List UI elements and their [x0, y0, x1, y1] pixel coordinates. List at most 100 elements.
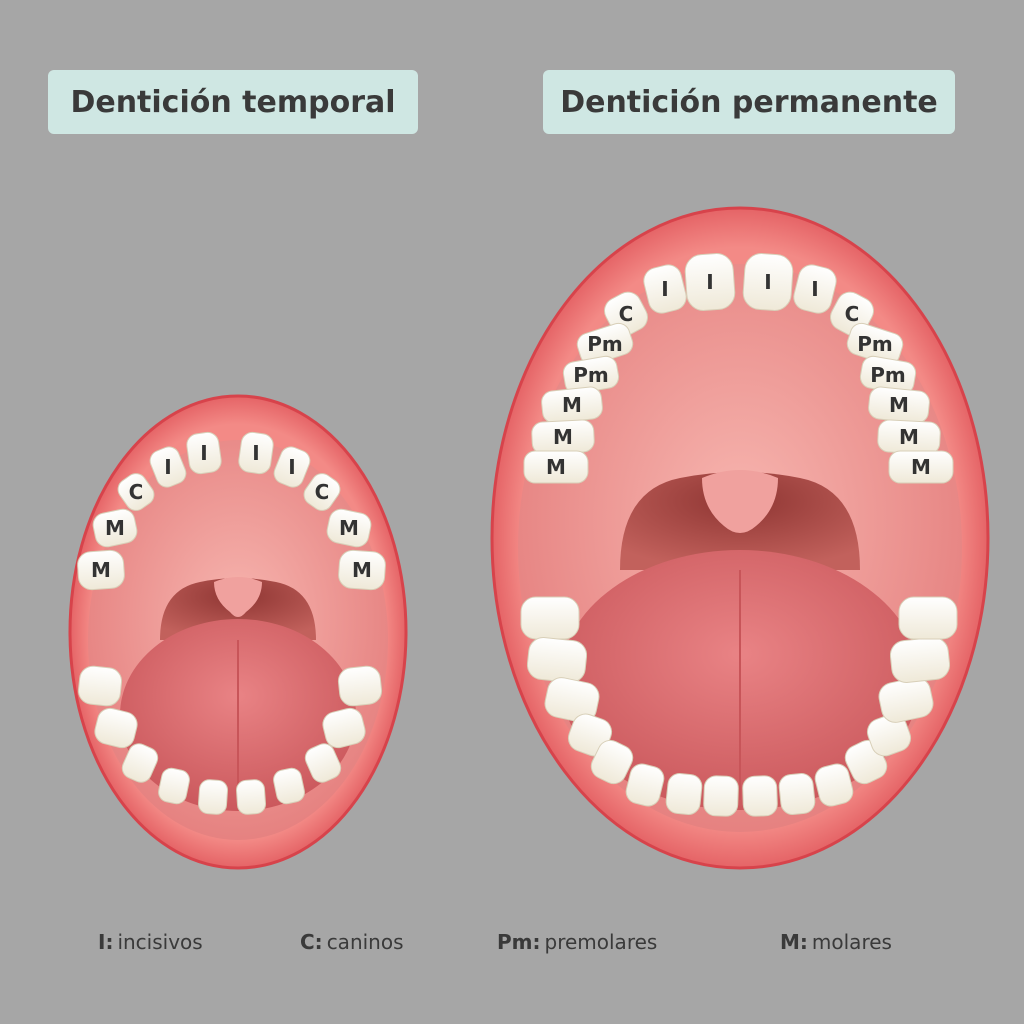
tooth-permanente-lower-13	[866, 713, 912, 757]
tooth-permanente-left-molar-2-label: M	[553, 425, 573, 449]
tooth-temporal-lower-1	[77, 665, 123, 707]
tooth-permanente-lower-3-crown	[544, 677, 600, 723]
permanente-title-text: Dentición permanente	[560, 84, 938, 120]
tooth-temporal-right-molar-2-crown	[338, 549, 386, 591]
tooth-permanente-right-molar-3-label: M	[911, 455, 931, 479]
tooth-permanente-lower-9	[742, 775, 778, 817]
tooth-permanente-right-incisor-2-label: I	[811, 277, 818, 301]
legend-caninos-text: caninos	[326, 930, 404, 954]
temporal-title-text: Dentición temporal	[70, 84, 396, 120]
tooth-permanente-lower-10-crown	[778, 773, 816, 815]
temporal-lower-teeth	[77, 665, 383, 815]
tooth-temporal-lower-8-crown	[304, 743, 342, 783]
permanente-uvula	[702, 470, 778, 533]
legend-caninos: C: caninos	[300, 930, 404, 954]
tooth-permanente-lower-5	[590, 739, 634, 785]
tooth-permanente-lower-13-crown	[866, 713, 912, 757]
tooth-permanente-right-molar-2-label: M	[899, 425, 919, 449]
tooth-permanente-left-incisor-2-label: I	[661, 277, 668, 301]
tooth-temporal-left-molar-2: M	[77, 549, 125, 591]
tooth-temporal-lower-6	[236, 779, 266, 815]
tooth-temporal-right-molar-1-label: M	[339, 516, 359, 540]
legend-caninos-key: C:	[300, 930, 323, 954]
legend-premolares-key: Pm:	[497, 930, 541, 954]
tooth-permanente-left-incisor-1-crown	[684, 253, 736, 311]
legend-premolares: Pm: premolares	[497, 930, 657, 954]
tooth-permanente-right-molar-3-crown	[888, 450, 954, 484]
tooth-temporal-right-molar-2-label: M	[352, 558, 372, 582]
tooth-temporal-lower-7-crown	[273, 767, 305, 805]
tooth-temporal-lower-8	[304, 743, 342, 783]
tooth-temporal-left-canine-label: C	[129, 480, 144, 504]
tooth-permanente-right-molar-1-label: M	[889, 393, 909, 417]
tooth-permanente-left-premolar-1-label: Pm	[587, 332, 623, 356]
tooth-temporal-lower-3	[121, 743, 159, 783]
tooth-temporal-left-molar-2-label: M	[91, 558, 111, 582]
legend-molares-key: M:	[780, 930, 808, 954]
tooth-permanente-lower-9-crown	[742, 775, 778, 817]
legend-incisivos-key: I:	[98, 930, 114, 954]
tooth-permanente-right-canine-label: C	[845, 302, 860, 326]
legend-molares-text: molares	[811, 930, 892, 954]
legend-premolares-text: premolares	[544, 930, 658, 954]
tooth-temporal-lower-9	[322, 707, 366, 749]
tooth-permanente-left-molar-2: M	[531, 419, 595, 455]
tooth-temporal-lower-9-crown	[322, 707, 366, 749]
tooth-permanente-left-incisor-2: I	[643, 264, 687, 314]
tooth-temporal-right-canine-label: C	[315, 480, 330, 504]
tooth-permanente-right-premolar-2: Pm	[859, 355, 917, 395]
tooth-permanente-left-incisor-1: I	[684, 253, 736, 311]
tooth-temporal-lower-5	[198, 779, 228, 815]
tooth-temporal-right-incisor-2: I	[273, 446, 311, 488]
tooth-temporal-left-canine-crown	[117, 473, 155, 511]
tooth-permanente-right-premolar-2-label: Pm	[870, 363, 906, 387]
tooth-temporal-lower-5-crown	[198, 779, 228, 815]
tooth-temporal-left-molar-1-crown	[92, 508, 138, 548]
tooth-temporal-left-incisor-1-crown	[186, 431, 222, 475]
legend-incisivos-text: incisivos	[117, 930, 203, 954]
tooth-temporal-right-molar-1: M	[326, 508, 372, 548]
tooth-permanente-lower-16-crown	[898, 596, 958, 640]
tooth-permanente-lower-2	[526, 637, 588, 683]
tooth-permanente-lower-6-crown	[625, 763, 665, 807]
tooth-permanente-right-molar-2: M	[877, 419, 941, 455]
tooth-temporal-left-canine: C	[117, 473, 155, 511]
tooth-permanente-lower-8-crown	[703, 775, 739, 817]
tooth-temporal-right-canine: C	[303, 473, 341, 511]
tooth-permanente-lower-3	[544, 677, 600, 723]
tooth-temporal-left-incisor-1-label: I	[200, 441, 207, 465]
tooth-temporal-lower-6-crown	[236, 779, 266, 815]
tooth-temporal-left-molar-2-crown	[77, 549, 125, 591]
tooth-temporal-lower-7	[273, 767, 305, 805]
tooth-permanente-right-incisor-2-crown	[793, 264, 837, 314]
tooth-temporal-right-incisor-2-crown	[273, 446, 311, 488]
tooth-temporal-lower-2	[94, 707, 138, 749]
tooth-permanente-left-incisor-2-crown	[643, 264, 687, 314]
tooth-permanente-lower-1	[520, 596, 580, 640]
tooth-permanente-left-molar-3-label: M	[546, 455, 566, 479]
tooth-temporal-lower-4-crown	[158, 767, 190, 805]
legend-incisivos: I: incisivos	[98, 930, 203, 954]
tooth-permanente-left-premolar-2: Pm	[562, 355, 620, 395]
tooth-permanente-right-molar-1: M	[868, 386, 930, 424]
permanente-title: Dentición permanente	[543, 70, 955, 134]
tooth-permanente-right-incisor-1: I	[742, 253, 794, 311]
tooth-permanente-lower-6	[625, 763, 665, 807]
tooth-temporal-left-incisor-2: I	[149, 446, 187, 488]
tooth-permanente-lower-16	[898, 596, 958, 640]
tooth-permanente-left-molar-1: M	[541, 386, 603, 424]
tooth-permanente-lower-1-crown	[520, 596, 580, 640]
permanente-lower-teeth	[520, 596, 958, 817]
tooth-permanente-lower-15	[889, 637, 951, 683]
tooth-permanente-lower-15-crown	[889, 637, 951, 683]
tooth-temporal-lower-10	[337, 665, 383, 707]
temporal-uvula	[214, 577, 262, 617]
tooth-permanente-lower-11	[814, 763, 854, 807]
tooth-temporal-right-incisor-1-label: I	[252, 441, 259, 465]
tooth-temporal-left-incisor-2-label: I	[164, 455, 171, 479]
legend-molares: M: molares	[780, 930, 892, 954]
tooth-temporal-lower-4	[158, 767, 190, 805]
